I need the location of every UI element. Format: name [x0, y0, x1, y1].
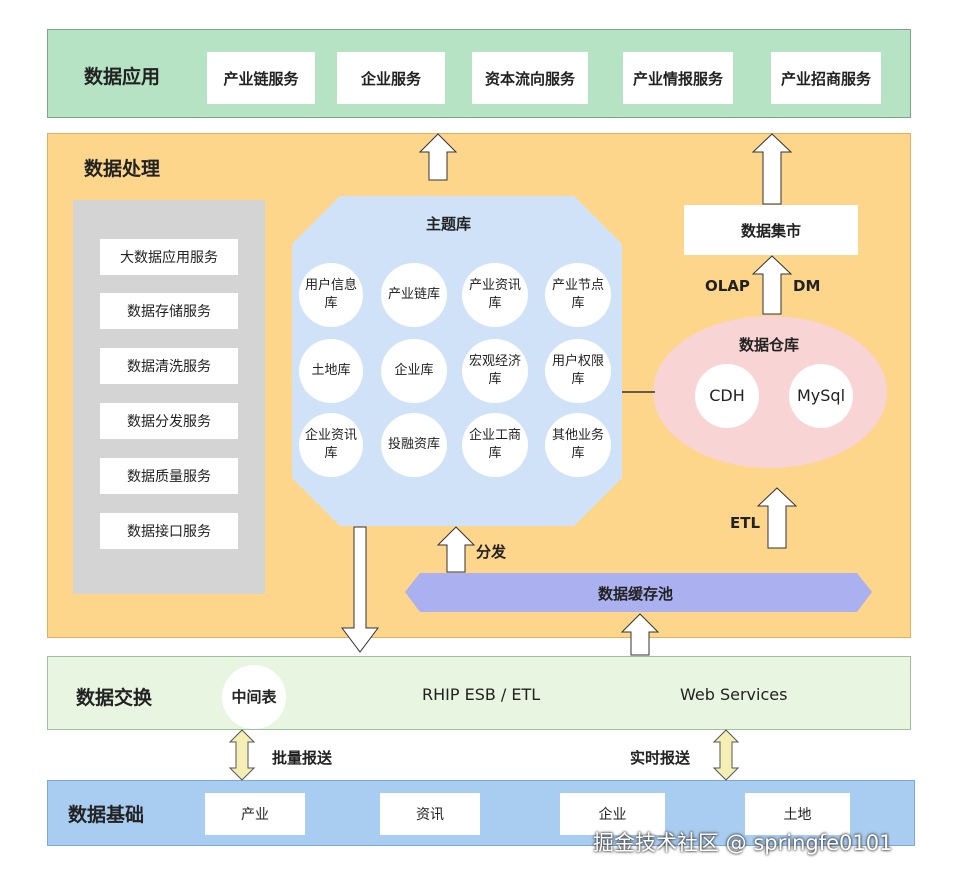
up-arrow-to-app-left [418, 133, 458, 181]
topic-item-investment: 投融资库 [381, 413, 447, 477]
up-arrow-etl [756, 487, 798, 549]
base-item-land: 土地 [745, 793, 850, 835]
base-item-industry: 产业 [205, 793, 305, 835]
base-layer: 数据基础 产业 资讯 企业 土地 [47, 780, 915, 846]
up-arrow-olap-dm [751, 255, 793, 315]
warehouse-mysql: MySql [789, 364, 853, 428]
topic-db-octagon [292, 196, 622, 526]
esb-label: RHIP ESB / ETL [422, 685, 541, 704]
app-service-investment: 产业招商服务 [771, 52, 881, 104]
down-arrow-to-exchange [341, 526, 379, 653]
app-service-industry-chain: 产业链服务 [207, 52, 315, 104]
topic-item-enterprise-news: 企业资讯库 [299, 413, 363, 477]
exchange-layer: 数据交换 中间表 RHIP ESB / ETL Web Services [47, 656, 911, 730]
batch-transfer-label: 批量报送 [272, 749, 333, 767]
topic-item-industry-news: 产业资讯库 [462, 263, 528, 327]
warehouse-cdh: CDH [695, 364, 759, 428]
app-service-enterprise: 企业服务 [337, 52, 445, 104]
topic-item-user-info: 用户信息库 [299, 263, 363, 327]
base-item-news: 资讯 [380, 793, 480, 835]
app-service-capital-flow: 资本流向服务 [472, 52, 588, 104]
etl-label: ETL [730, 514, 761, 532]
app-service-intel: 产业情报服务 [623, 52, 733, 104]
up-arrow-to-app-right [751, 133, 793, 205]
topic-item-land: 土地库 [299, 339, 363, 403]
topic-item-other-business: 其他业务库 [545, 413, 611, 477]
processing-layer-title: 数据处理 [84, 158, 161, 180]
service-quality: 数据质量服务 [100, 458, 238, 494]
base-item-enterprise: 企业 [560, 793, 665, 835]
middle-table: 中间表 [222, 665, 286, 729]
topic-item-macro-economy: 宏观经济库 [462, 339, 528, 403]
up-arrow-distribute [436, 526, 476, 573]
double-arrow-realtime [712, 729, 740, 781]
service-panel: 大数据应用服务 数据存储服务 数据清洗服务 数据分发服务 数据质量服务 数据接口… [73, 200, 265, 594]
dm-label: DM [793, 277, 821, 295]
double-arrow-batch [228, 729, 256, 781]
app-layer: 数据应用 产业链服务 企业服务 资本流向服务 产业情报服务 产业招商服务 [47, 29, 911, 118]
service-distribution: 数据分发服务 [100, 403, 238, 439]
web-services-label: Web Services [680, 685, 788, 704]
service-bigdata-app: 大数据应用服务 [100, 239, 238, 275]
warehouse-ellipse [653, 316, 887, 468]
topic-item-industry-node: 产业节点库 [545, 263, 611, 327]
olap-label: OLAP [705, 277, 750, 295]
topic-item-industry-chain: 产业链库 [381, 263, 447, 327]
distribute-label: 分发 [476, 543, 507, 561]
data-mart-box: 数据集市 [684, 205, 858, 255]
base-layer-title: 数据基础 [68, 804, 145, 826]
topic-item-enterprise: 企业库 [381, 339, 447, 403]
topic-db-title: 主题库 [426, 215, 472, 233]
topic-item-enterprise-registry: 企业工商库 [462, 413, 528, 477]
realtime-transfer-label: 实时报送 [630, 749, 691, 767]
cache-pool-label: 数据缓存池 [598, 585, 674, 603]
warehouse-title: 数据仓库 [739, 336, 800, 354]
topic-item-user-permission: 用户权限库 [545, 339, 611, 403]
watermark: 掘金技术社区 @ springfe0101 [593, 831, 893, 855]
cache-pool-shape [405, 573, 872, 612]
app-layer-title: 数据应用 [84, 66, 161, 88]
service-interface: 数据接口服务 [100, 513, 238, 549]
service-storage: 数据存储服务 [100, 293, 238, 329]
service-cleaning: 数据清洗服务 [100, 348, 238, 384]
up-arrow-exchange-cache [620, 613, 660, 656]
exchange-layer-title: 数据交换 [76, 687, 153, 709]
